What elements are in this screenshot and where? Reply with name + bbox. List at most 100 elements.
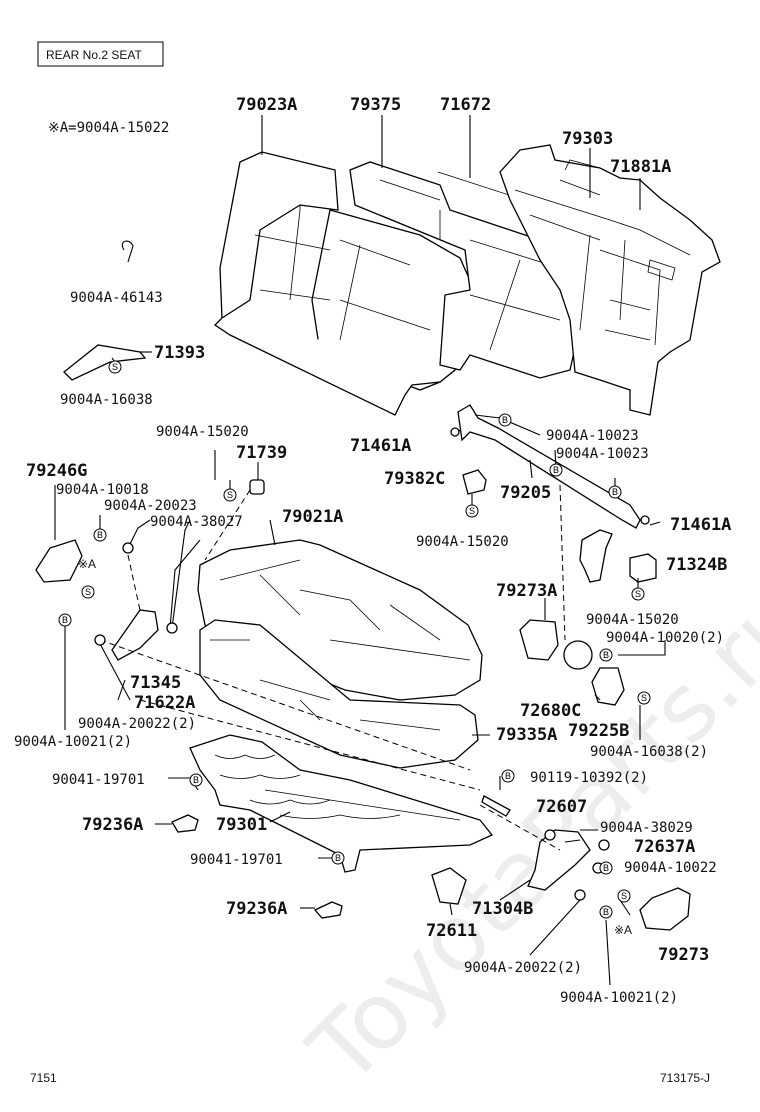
label-79273A: 79273A [496,581,557,601]
label-79021A: 79021A [282,507,343,527]
label-9004A-10022: 9004A-10022 [624,860,717,876]
label-79273: 79273 [658,945,709,965]
note-mark-a: ※A [78,557,96,571]
label-9004A-10023-b: 9004A-10023 [556,446,649,462]
label-9004A-38029: 9004A-38029 [600,820,693,836]
label-9004A-16038-b: 9004A-16038(2) [590,744,708,760]
fasteners [94,427,650,901]
label-72611: 72611 [426,921,477,941]
label-71304B: 71304B [472,899,533,919]
svg-text:B: B [603,907,609,917]
label-79382C: 79382C [384,469,445,489]
svg-text:B: B [335,853,341,863]
svg-text:B: B [97,530,103,540]
footer-left: 7151 [30,1071,57,1085]
svg-text:S: S [641,693,647,703]
symbol-markers: S B B B S S B S B S B S B B B B S B [58,360,651,919]
label-79023A: 79023A [236,95,297,115]
dashed-guides [99,484,566,851]
hinge-bracket [579,529,613,583]
note-mark-b: ※A [614,923,632,937]
label-9004A-20023: 9004A-20023 [104,498,197,514]
label-72637A: 72637A [634,837,695,857]
label-71739: 71739 [236,443,287,463]
label-90041-19701-a: 90041-19701 [52,772,145,788]
label-90041-19701-b: 90041-19701 [190,852,283,868]
svg-text:B: B [62,615,68,625]
label-9004A-15020-a: 9004A-15020 [156,424,249,440]
label-79236A-a: 79236A [82,815,143,835]
bracket-71393 [63,344,147,381]
label-79236A-b: 79236A [226,899,287,919]
seat-frame-79301 [189,734,494,873]
label-79303: 79303 [562,129,613,149]
label-71345: 71345 [130,673,181,693]
svg-text:B: B [553,465,559,475]
label-note: ※A=9004A-15022 [48,120,169,136]
label-71324B: 71324B [666,555,727,575]
plate-72611 [431,867,467,905]
recliner-71304B [527,829,591,891]
svg-text:B: B [603,650,609,660]
hinge-bar [457,404,641,529]
label-9004A-16038: 9004A-16038 [60,392,153,408]
label-71461A-lower: 71461A [670,515,731,535]
svg-text:B: B [505,771,511,781]
label-79301: 79301 [216,815,267,835]
label-9004A-10020: 9004A-10020(2) [606,630,724,646]
bracket-71345 [111,609,159,661]
label-9004A-20022-b: 9004A-20022(2) [464,960,582,976]
svg-text:S: S [112,362,118,372]
label-9004A-10021-b: 9004A-10021(2) [560,990,678,1006]
svg-text:B: B [502,415,508,425]
seat-cushion-pad [199,619,479,769]
svg-text:S: S [621,891,627,901]
seatback-pad [349,161,589,379]
label-79246G: 79246G [26,461,87,481]
label-90119-10392: 90119-10392(2) [530,770,648,786]
part-labels: 79023A 79375 71672 79303 71881A ※A=9004A… [14,95,731,1006]
header-title: REAR No.2 SEAT [46,48,142,62]
label-9004A-10021-a: 9004A-10021(2) [14,734,132,750]
seat-cushion-cover [197,539,483,701]
label-72680C: 72680C [520,701,581,721]
label-9004A-10018: 9004A-10018 [56,482,149,498]
cover-79225B [591,667,625,706]
label-71881A: 71881A [610,157,671,177]
seatback-cushion [213,151,473,416]
pad-71324B [629,553,657,583]
header-box [37,41,164,67]
label-79225B: 79225B [568,721,629,741]
label-72607: 72607 [536,797,587,817]
svg-text:B: B [612,487,618,497]
label-71672: 71672 [440,95,491,115]
label-71393: 71393 [154,343,205,363]
leg-cover-b [313,901,343,919]
label-71461A-upper: 71461A [350,436,411,456]
cover-79273 [639,887,691,931]
svg-text:S: S [85,587,91,597]
leader-lines [54,115,666,986]
lock-72680C [563,640,593,670]
leg-cover-a [171,814,199,833]
svg-text:B: B [193,775,199,785]
label-79335A: 79335A [496,725,557,745]
footer-right: 713175-J [660,1071,710,1085]
svg-text:S: S [227,490,233,500]
bushing-71739 [249,479,265,495]
svg-text:S: S [635,589,641,599]
cover-79273A [519,619,559,661]
hinge-cover-79246G [35,539,83,583]
strap-72607 [481,795,511,817]
label-79205: 79205 [500,483,551,503]
label-9004A-15020-b: 9004A-15020 [416,534,509,550]
svg-text:B: B [603,863,609,873]
label-71622A: 71622A [134,693,195,713]
label-9004A-10023-a: 9004A-10023 [546,428,639,444]
clip-79382C [462,469,487,495]
svg-text:S: S [469,506,475,516]
label-79375: 79375 [350,95,401,115]
label-9004A-20022-a: 9004A-20022(2) [78,716,196,732]
retainer-clip [121,240,134,263]
